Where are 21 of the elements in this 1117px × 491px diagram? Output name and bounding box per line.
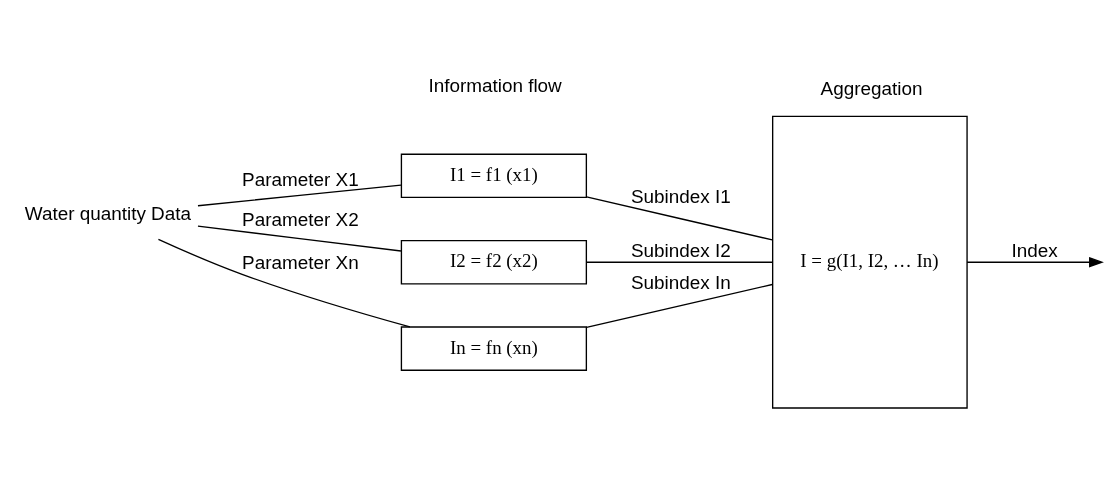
node-box: I = g(I1, I2, … In) xyxy=(772,115,968,409)
connector xyxy=(197,224,402,252)
node-text: Water quantity Data xyxy=(24,202,192,224)
edge-label: Parameter X1 xyxy=(242,168,359,190)
edge-label: Index xyxy=(1011,239,1058,261)
connector xyxy=(585,283,773,328)
edge-label: Subindex In xyxy=(630,271,731,293)
connector xyxy=(585,261,773,263)
node-box: I2 = f2 (x2) xyxy=(400,239,588,284)
node-box: In = fn (xn) xyxy=(400,325,588,371)
arrow xyxy=(966,256,1104,267)
label: Information flow xyxy=(428,74,562,96)
connector xyxy=(197,183,402,206)
node-label: Aggregation xyxy=(820,77,923,99)
node-box: I1 = f1 (x1) xyxy=(400,153,588,198)
edge-label: Parameter X2 xyxy=(242,208,359,230)
edge-label: Subindex I2 xyxy=(630,239,731,261)
edge-label: Parameter Xn xyxy=(242,251,359,273)
connector xyxy=(585,195,773,241)
connector xyxy=(157,238,411,328)
edge-label: Subindex I1 xyxy=(630,185,731,207)
